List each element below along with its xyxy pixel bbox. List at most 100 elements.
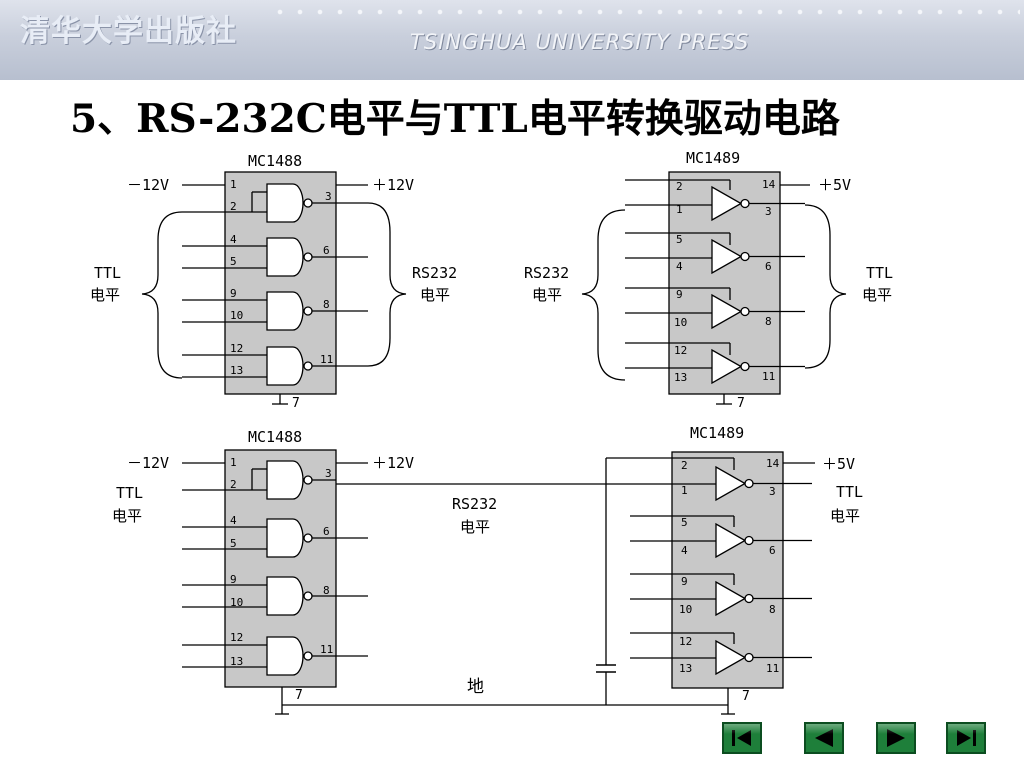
pin-number: 1 [676, 203, 683, 216]
pin-number: 10 [230, 309, 243, 322]
pin-number: 2 [676, 180, 683, 193]
previous-icon [815, 729, 833, 747]
supply-positive-label: ＋5V [822, 455, 855, 473]
ground-pin-number: 7 [737, 396, 745, 411]
nand-gate-4 [182, 636, 368, 676]
ground-label: 地 [467, 677, 484, 697]
pin-number: 6 [323, 244, 330, 257]
pin-number: 9 [681, 575, 688, 588]
pin-number: 11 [766, 662, 779, 675]
skip-to-last-icon [957, 730, 976, 746]
pin-number: 9 [230, 287, 237, 300]
pin-number: 4 [230, 514, 237, 527]
ttl-label-level: 电平 [90, 286, 120, 304]
pin-number: 1 [230, 456, 237, 469]
mc1488-top-circuit: MC1488 －12V ＋12V [90, 152, 457, 411]
ttl-label: TTL [836, 483, 863, 501]
rs232-label: RS232 [524, 264, 569, 282]
pin-number: 12 [674, 344, 687, 357]
previous-slide-button[interactable] [804, 722, 844, 754]
pin-number: 2 [681, 459, 688, 472]
pin-number: 6 [765, 260, 772, 273]
pin-number: 5 [681, 516, 688, 529]
pin-number: 4 [230, 233, 237, 246]
interconnect-wiring: RS232 电平 地 [275, 458, 735, 715]
rs232-line-label: RS232 [452, 495, 497, 513]
inverter-2 [625, 232, 805, 275]
pin-number: 9 [676, 288, 683, 301]
mc1489-bottom-circuit: MC1489 ＋5V [336, 424, 863, 704]
pin-number: 2 [230, 200, 237, 213]
pin-number: 5 [676, 233, 683, 246]
inverter-4 [625, 342, 805, 385]
mc1488-bottom-circuit: MC1488 －12V ＋12V [112, 428, 414, 703]
supply-positive-label: ＋12V [372, 176, 414, 194]
last-slide-button[interactable] [946, 722, 986, 754]
pin-number: 5 [230, 537, 237, 550]
pin-number: 1 [681, 484, 688, 497]
pin-number: 3 [765, 205, 772, 218]
ttl-label-level: 电平 [830, 507, 860, 525]
pin-number: 8 [769, 603, 776, 616]
pin-number: 12 [230, 342, 243, 355]
left-brace [581, 209, 626, 381]
pin-number: 11 [320, 353, 333, 366]
rs232-line-label-level: 电平 [460, 518, 490, 536]
pin-number: 13 [674, 371, 687, 384]
pin-number: 1 [230, 178, 237, 191]
pin-number: 6 [769, 544, 776, 557]
ground-pin-number: 7 [292, 396, 300, 411]
ttl-label-level: 电平 [112, 507, 142, 525]
pin-number: 6 [323, 525, 330, 538]
slide-title: 5、RS-232C电平与TTL电平转换驱动电路 [70, 96, 840, 142]
pin-number: 8 [323, 584, 330, 597]
pin-number: 4 [681, 544, 688, 557]
pin-number: 8 [323, 298, 330, 311]
header-banner: 清华大学出版社 TSINGHUA UNIVERSITY PRESS [0, 0, 1024, 80]
supply-positive-label: ＋12V [372, 454, 414, 472]
chip-label: MC1488 [248, 428, 302, 446]
inverter-1 [625, 179, 805, 222]
pin-number: 9 [230, 573, 237, 586]
ttl-label: TTL [866, 264, 893, 282]
pin-number: 12 [230, 631, 243, 644]
supply-negative-label: －12V [127, 176, 169, 194]
pin-number: 3 [325, 467, 332, 480]
nand-gate-2 [182, 237, 368, 277]
publisher-logo-text: 清华大学出版社 [20, 14, 237, 49]
pin-number: 13 [230, 364, 243, 377]
nand-gate-3 [182, 291, 368, 331]
next-icon [887, 729, 905, 747]
pin-number: 4 [676, 260, 683, 273]
inverter-3 [625, 287, 805, 330]
pin-number: 2 [230, 478, 237, 491]
skip-to-first-icon [732, 730, 751, 746]
inverter-1 [336, 457, 812, 502]
banner-dot-pattern [270, 8, 1020, 16]
nand-gate-4 [182, 346, 368, 386]
inverter-2 [630, 515, 812, 559]
rs232-label-level: 电平 [420, 286, 450, 304]
supply-negative-label: －12V [127, 454, 169, 472]
ttl-label: TTL [94, 264, 121, 282]
pin-number: 8 [765, 315, 772, 328]
right-brace [367, 202, 407, 367]
nand-gate-1 [182, 460, 336, 500]
first-slide-button[interactable] [722, 722, 762, 754]
ttl-label: TTL [116, 484, 143, 502]
publisher-english-name: TSINGHUA UNIVERSITY PRESS [410, 30, 750, 54]
pin-number: 5 [230, 255, 237, 268]
right-brace [804, 204, 847, 369]
next-slide-button[interactable] [876, 722, 916, 754]
inverter-3 [630, 573, 812, 617]
supply-positive-label: ＋5V [818, 176, 851, 194]
chip-label: MC1489 [690, 424, 744, 442]
pin-number: 10 [230, 596, 243, 609]
pin-number: 11 [762, 370, 775, 383]
ttl-label-level: 电平 [862, 286, 892, 304]
pin-number: 3 [769, 485, 776, 498]
mc1489-top-circuit: MC1489 ＋5V [524, 149, 893, 411]
rs232-label-level: 电平 [532, 286, 562, 304]
ground-pin-number: 7 [295, 688, 303, 703]
pin-number: 10 [679, 603, 692, 616]
